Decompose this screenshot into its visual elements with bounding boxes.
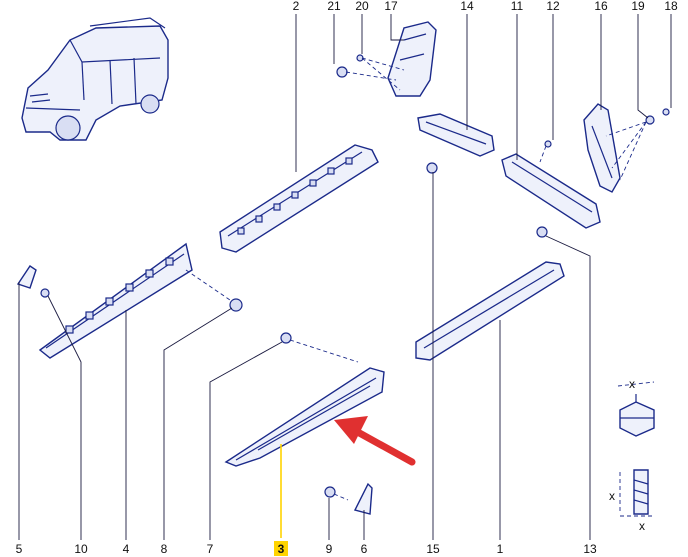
callout-1: 1 [497,542,504,556]
part-14-handle [417,113,495,174]
callout-12: 12 [546,0,560,13]
part-17-bracket [336,21,437,97]
hardware-nut-detail: x [617,377,655,437]
callout-18: 18 [664,0,678,13]
callout-21: 21 [327,0,341,13]
callout-15: 15 [426,542,440,556]
part-6-clip [353,482,373,515]
callout-3: 3 [278,542,285,556]
callout-8: 8 [161,542,168,556]
dimension-label-x: x [629,377,635,391]
callout-13: 13 [583,542,597,556]
hardware-bolt-detail: x x [609,469,654,533]
part-5-clip [16,265,37,289]
part-3-lower-trim [224,367,385,467]
callout-14: 14 [460,0,474,13]
callout-9: 9 [326,542,333,556]
pointer-arrow [334,416,416,466]
callout-4: 4 [123,542,130,556]
part-1-right-trim [415,261,565,361]
part-11-handle [501,140,601,238]
leader-lines-bottom [18,172,591,540]
callouts-top: 2 21 20 17 14 11 12 16 19 18 [293,0,678,13]
callout-16: 16 [594,0,608,13]
vehicle-thumbnail [21,17,169,141]
callout-17: 17 [384,0,398,13]
part-10-clip [40,288,50,298]
dimension-label-x: x [609,489,615,503]
part-9-pin [324,486,336,498]
part-4-left-trim [38,242,231,359]
dimension-label-x: x [639,519,645,533]
part-2-upper-trim [219,144,379,253]
callout-6: 6 [361,542,368,556]
part-16-bracket [583,103,670,193]
callout-2: 2 [293,0,300,13]
leader-lines-top [295,14,672,172]
callout-7: 7 [207,542,214,556]
part-7-pin [280,332,359,363]
callout-19: 19 [631,0,645,13]
callout-5: 5 [16,542,23,556]
callout-20: 20 [355,0,369,13]
callouts-bottom: 5 10 4 8 7 3 9 6 15 1 13 [16,541,597,556]
callout-11: 11 [511,0,524,13]
callout-3-highlight [274,541,288,556]
callout-10: 10 [74,542,88,556]
part-8-clip [229,298,243,312]
